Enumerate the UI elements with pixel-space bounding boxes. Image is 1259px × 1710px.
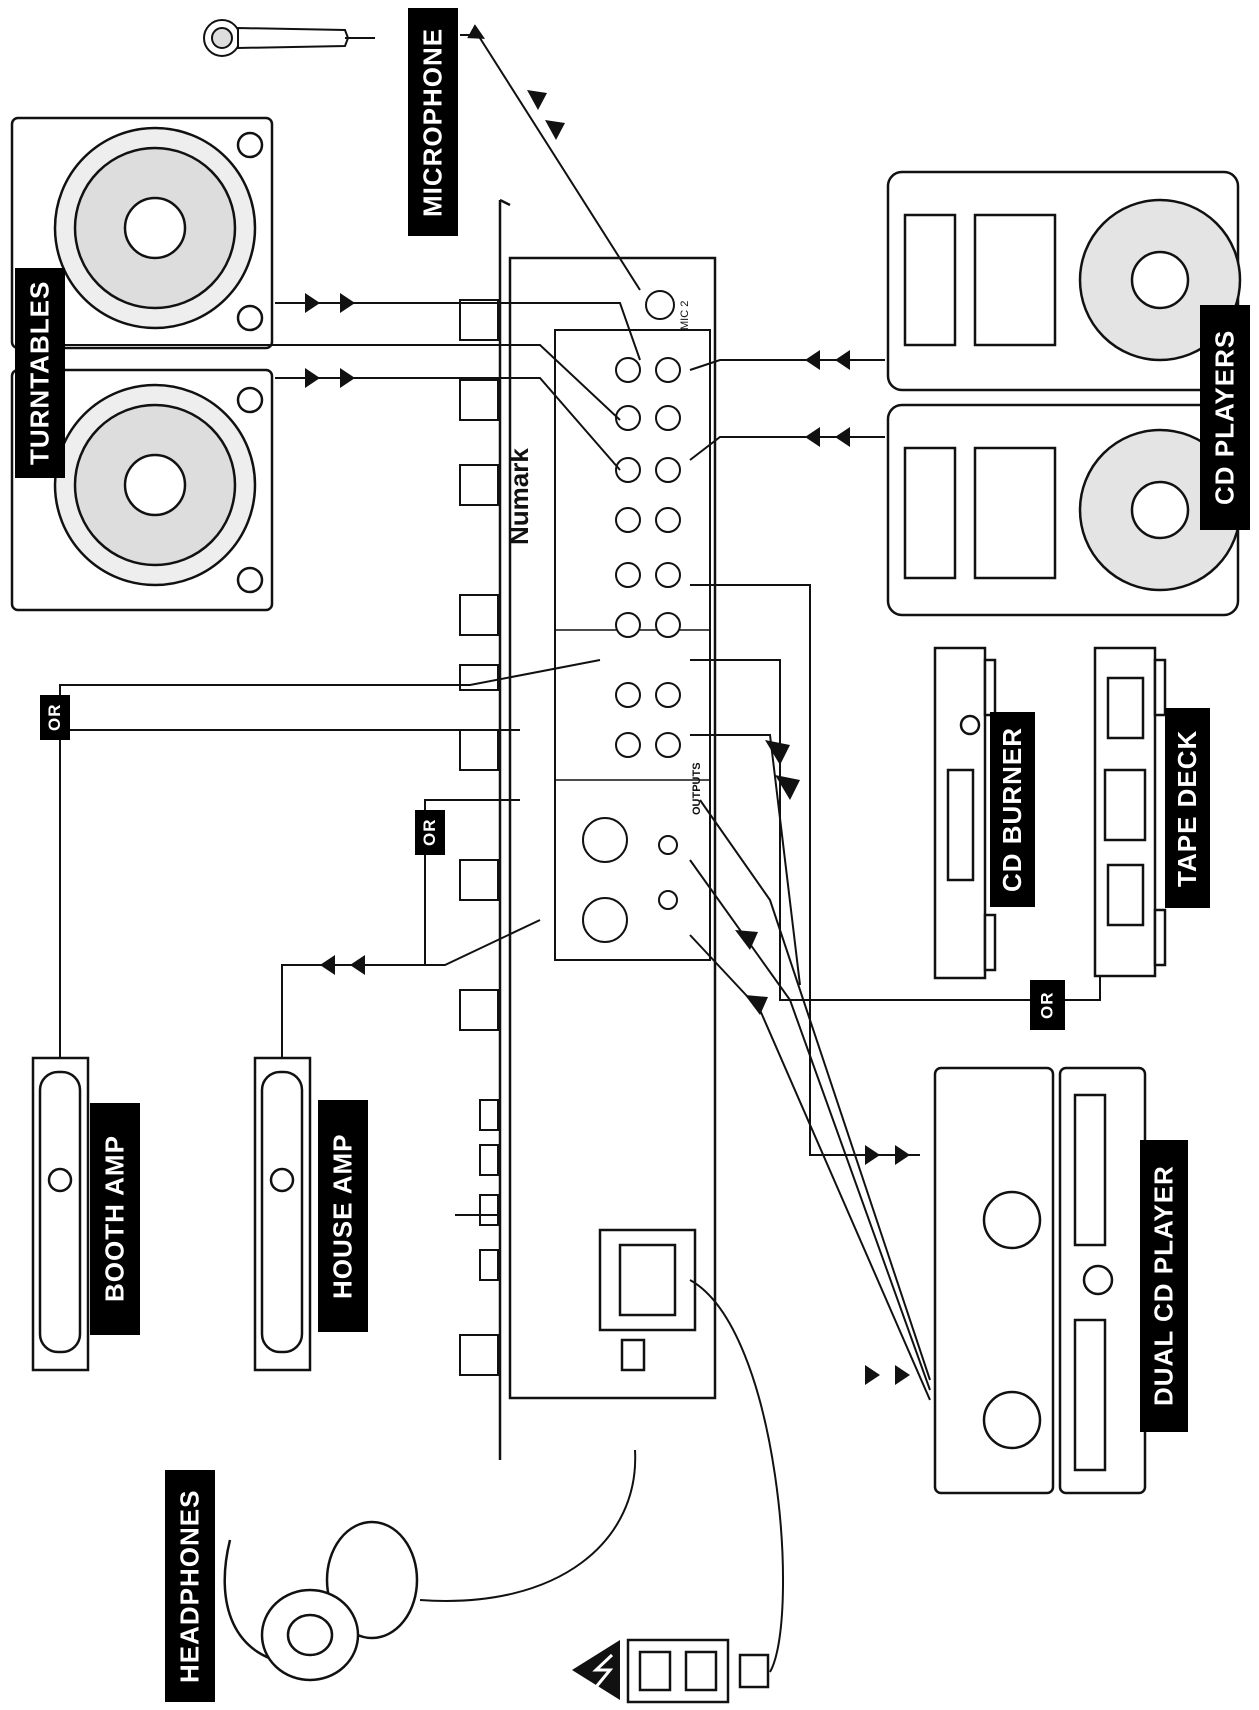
- cd-player-icon: [886, 170, 1242, 617]
- mixer-outputs-label: OUTPUTS: [691, 762, 703, 815]
- headphones-icon: [223, 1520, 419, 1682]
- amplifier-icon: [31, 1056, 312, 1372]
- or-label-booth: OR: [40, 695, 70, 740]
- dual-cd-player-label: DUAL CD PLAYER: [1140, 1140, 1188, 1432]
- power-outlet-icon: [626, 1638, 770, 1704]
- cd-burner-icon: [933, 646, 997, 980]
- signal-arrow-icon: [305, 90, 910, 1385]
- mixer-brand: Numark: [504, 448, 534, 545]
- house-amp-label: HOUSE AMP: [318, 1100, 368, 1332]
- booth-amp-label: BOOTH AMP: [90, 1103, 140, 1335]
- mixer-mic-input-label: MIC 2: [679, 301, 691, 330]
- tape-deck-icon: [1093, 646, 1167, 978]
- or-label-house: OR: [415, 810, 445, 855]
- headphones-label: HEADPHONES: [165, 1470, 215, 1702]
- cd-players-label: CD PLAYERS: [1200, 305, 1250, 530]
- or-label-recorder: OR: [1030, 980, 1065, 1030]
- cd-burner-label: CD BURNER: [990, 712, 1035, 907]
- high-voltage-icon: [572, 1640, 620, 1700]
- turntable-icon: [10, 116, 274, 612]
- turntables-label: TURNTABLES: [15, 268, 65, 478]
- dual-cd-player-icon: [933, 1066, 1147, 1495]
- mixer: [455, 198, 717, 1460]
- tape-deck-label: TAPE DECK: [1165, 708, 1210, 908]
- microphone-label: MICROPHONE: [408, 8, 458, 236]
- microphone-icon: [203, 19, 375, 57]
